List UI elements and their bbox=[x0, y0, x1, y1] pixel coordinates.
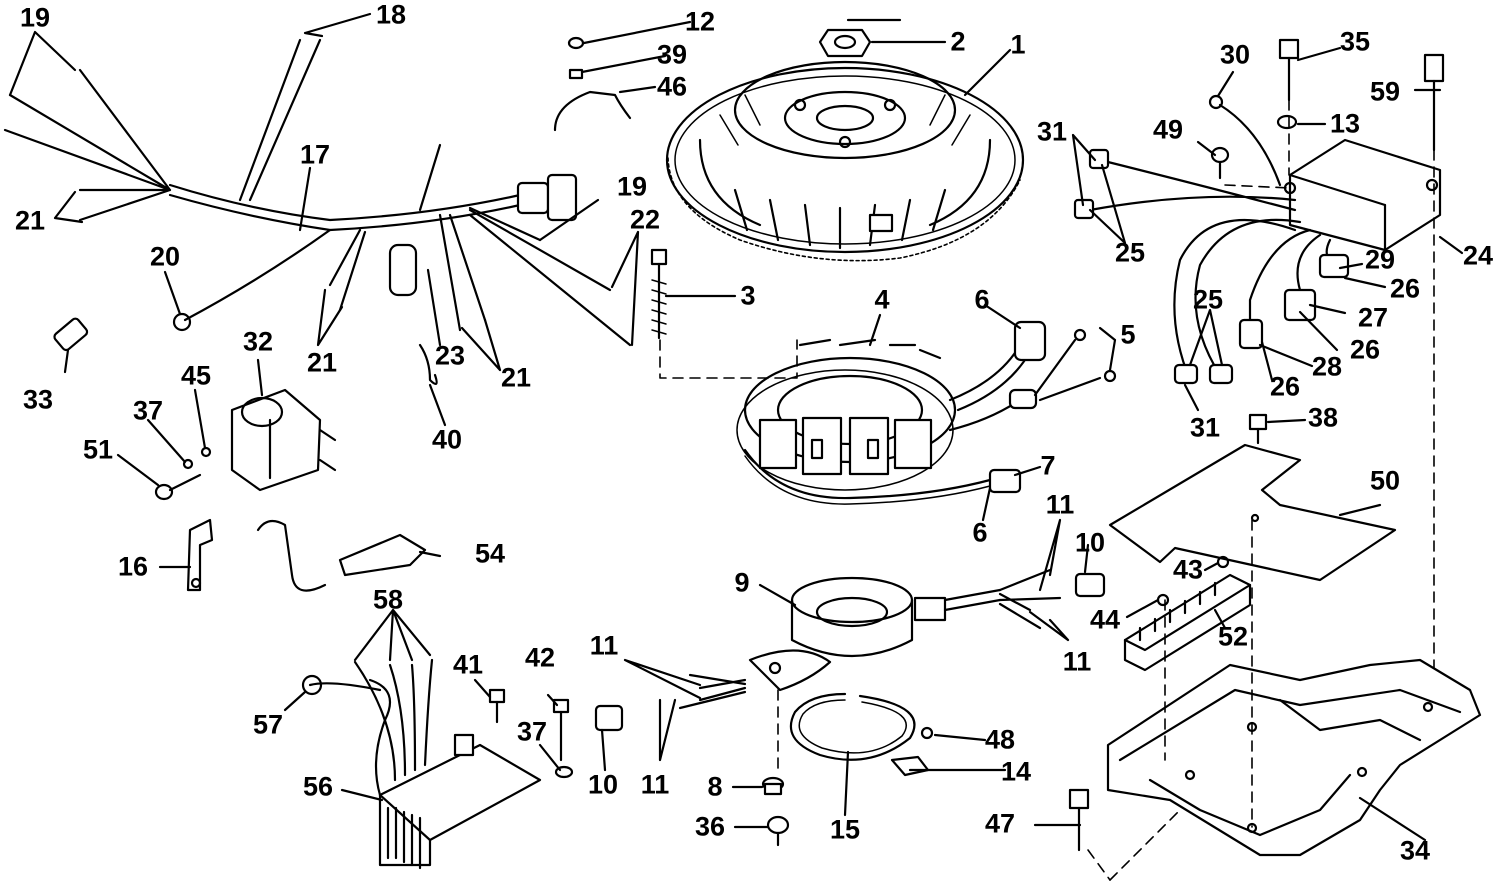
callout-48: 48 bbox=[984, 724, 1016, 755]
callout-13: 13 bbox=[1329, 108, 1361, 139]
screw-51-icon bbox=[154, 446, 212, 501]
power-pack-icon bbox=[1283, 138, 1442, 252]
callout-19b: 19 bbox=[616, 171, 648, 202]
callout-9: 9 bbox=[734, 567, 750, 598]
callout-39: 39 bbox=[656, 39, 688, 70]
callout-27: 27 bbox=[1357, 302, 1389, 333]
callout-57: 57 bbox=[252, 709, 284, 740]
callout-6b: 6 bbox=[972, 517, 988, 548]
callout-28: 28 bbox=[1311, 351, 1343, 382]
callout-49: 49 bbox=[1152, 114, 1184, 145]
screw-8-icon bbox=[761, 776, 785, 796]
callout-45: 45 bbox=[180, 360, 212, 391]
callout-34: 34 bbox=[1399, 835, 1431, 866]
callout-50: 50 bbox=[1369, 465, 1401, 496]
harness-icon bbox=[3, 38, 632, 347]
retaining-ring-icon bbox=[789, 692, 916, 761]
callout-31b: 31 bbox=[1189, 412, 1221, 443]
callout-40: 40 bbox=[431, 424, 463, 455]
callout-24: 24 bbox=[1462, 240, 1494, 271]
callout-23: 23 bbox=[434, 340, 466, 371]
callout-30: 30 bbox=[1219, 39, 1251, 70]
callout-36: 36 bbox=[694, 811, 726, 842]
callout-47: 47 bbox=[984, 808, 1016, 839]
callout-32: 32 bbox=[242, 326, 274, 357]
connector-10-icon bbox=[594, 572, 1106, 732]
clip-40-icon bbox=[418, 343, 438, 386]
callout-17: 17 bbox=[299, 139, 331, 170]
callout-26a: 26 bbox=[1389, 273, 1421, 304]
bolt-47-icon bbox=[1068, 788, 1090, 852]
callout-6: 6 bbox=[974, 284, 990, 315]
callout-22: 22 bbox=[629, 204, 661, 235]
callout-21a: 21 bbox=[14, 205, 46, 236]
leader-lines bbox=[8, 12, 1464, 842]
callout-31a: 31 bbox=[1036, 116, 1068, 147]
callout-7: 7 bbox=[1040, 450, 1056, 481]
screw-36-icon bbox=[766, 815, 790, 847]
power-pack-wires-icon bbox=[1073, 94, 1350, 385]
callout-19: 19 bbox=[19, 2, 51, 33]
callout-1: 1 bbox=[1010, 29, 1026, 60]
callout-11b: 11 bbox=[1062, 646, 1092, 677]
callout-15: 15 bbox=[829, 814, 861, 845]
callout-41: 41 bbox=[452, 649, 484, 680]
callout-44: 44 bbox=[1089, 604, 1121, 635]
callout-11d: 11 bbox=[640, 769, 670, 800]
callout-25a: 25 bbox=[1114, 237, 1146, 268]
insulator-plate-icon bbox=[1108, 413, 1397, 582]
callout-26b: 26 bbox=[1349, 334, 1381, 365]
hardware-12-39-46-icon bbox=[553, 36, 632, 132]
callout-5: 5 bbox=[1120, 319, 1136, 350]
callout-12: 12 bbox=[684, 6, 716, 37]
callout-2: 2 bbox=[950, 26, 966, 57]
callout-14: 14 bbox=[1000, 756, 1032, 787]
callout-11c: 11 bbox=[589, 630, 619, 661]
flywheel-icon bbox=[665, 60, 1025, 262]
callout-52: 52 bbox=[1217, 621, 1249, 652]
bracket-16-icon bbox=[186, 518, 214, 592]
callout-43: 43 bbox=[1172, 554, 1204, 585]
callout-10: 10 bbox=[1074, 527, 1106, 558]
callout-11a: 11 bbox=[1045, 489, 1075, 520]
bolt-icon bbox=[650, 248, 668, 340]
callout-51: 51 bbox=[82, 434, 114, 465]
mounting-base-icon bbox=[1106, 658, 1482, 857]
callout-46: 46 bbox=[656, 71, 688, 102]
callout-35: 35 bbox=[1339, 26, 1371, 57]
terminal-block-icon bbox=[1123, 555, 1252, 672]
callout-25b: 25 bbox=[1192, 284, 1224, 315]
connector-33-icon bbox=[53, 317, 89, 352]
ignition-coil-icon bbox=[230, 388, 337, 492]
callout-33: 33 bbox=[22, 384, 54, 415]
flywheel-nut-icon bbox=[818, 28, 872, 58]
callout-38: 38 bbox=[1307, 402, 1339, 433]
callout-54: 54 bbox=[474, 538, 506, 569]
callout-58: 58 bbox=[372, 584, 404, 615]
callout-21c: 21 bbox=[500, 362, 532, 393]
callout-4: 4 bbox=[874, 284, 890, 315]
stator-icon bbox=[736, 320, 1117, 505]
callout-8: 8 bbox=[707, 771, 723, 802]
bolts-35-59-icon bbox=[1210, 38, 1445, 180]
callout-56: 56 bbox=[302, 771, 334, 802]
callout-16: 16 bbox=[117, 551, 149, 582]
callout-26c: 26 bbox=[1269, 371, 1301, 402]
callout-21b: 21 bbox=[306, 347, 338, 378]
rectifier-icon bbox=[301, 658, 542, 870]
callout-18: 18 bbox=[375, 0, 407, 30]
callout-29: 29 bbox=[1364, 244, 1396, 275]
callout-10b: 10 bbox=[587, 769, 619, 800]
callout-59: 59 bbox=[1369, 76, 1401, 107]
callout-42: 42 bbox=[524, 642, 556, 673]
callout-37a: 37 bbox=[132, 395, 164, 426]
callout-3: 3 bbox=[740, 280, 756, 311]
spark-plug-boot-icon bbox=[256, 519, 427, 592]
callout-37b: 37 bbox=[516, 716, 548, 747]
timer-base-icon bbox=[678, 568, 1062, 710]
callout-20: 20 bbox=[149, 241, 181, 272]
